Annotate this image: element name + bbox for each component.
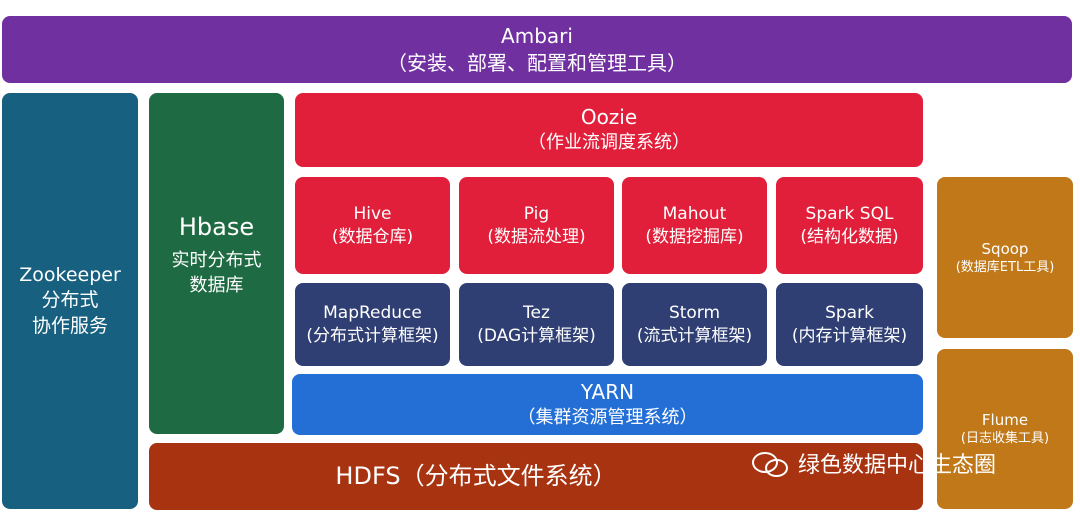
- mahout-desc: (数据挖掘库): [645, 226, 744, 247]
- hbase-line3: 数据库: [189, 274, 244, 296]
- yarn-block: YARN （集群资源管理系统）: [292, 374, 923, 435]
- flume-name: Flume: [981, 411, 1029, 430]
- hdfs-label: HDFS（分布式文件系统）: [335, 462, 617, 491]
- pig-name: Pig: [523, 203, 550, 224]
- tez-desc: (DAG计算框架): [477, 325, 596, 346]
- sqoop-name: Sqoop: [981, 239, 1029, 258]
- sqoop-desc: (数据库ETL工具): [955, 259, 1055, 275]
- oozie-name: Oozie: [580, 105, 638, 130]
- storm-name: Storm: [668, 302, 721, 323]
- pig-desc: (数据流处理): [487, 226, 586, 247]
- mapreduce-name: MapReduce: [323, 302, 422, 323]
- yarn-name: YARN: [580, 379, 635, 404]
- hdfs-block: HDFS（分布式文件系统）: [149, 443, 923, 510]
- watermark: 绿色数据中心生态圈: [752, 447, 996, 479]
- hive-block: Hive (数据仓库): [295, 177, 450, 274]
- hbase-line2: 实时分布式: [171, 250, 262, 272]
- storm-block: Storm (流式计算框架): [622, 283, 767, 366]
- spark-sql-block: Spark SQL (结构化数据): [776, 177, 923, 274]
- mahout-name: Mahout: [662, 203, 727, 224]
- flume-desc: (日志收集工具): [960, 431, 1050, 447]
- pig-block: Pig (数据流处理): [459, 177, 614, 274]
- spark-sql-name: Spark SQL: [805, 203, 894, 224]
- ambari-name: Ambari: [501, 23, 573, 48]
- spark-sql-desc: (结构化数据): [800, 226, 899, 247]
- ambari-desc: （安装、部署、配置和管理工具）: [387, 50, 687, 75]
- flume-block: Flume (日志收集工具): [937, 349, 1073, 509]
- storm-desc: (流式计算框架): [636, 325, 753, 346]
- oozie-desc: （作业流调度系统）: [528, 132, 690, 154]
- zookeeper-line3: 协作服务: [31, 314, 108, 337]
- oozie-block: Oozie （作业流调度系统）: [295, 93, 923, 167]
- mapreduce-desc: (分布式计算框架): [306, 325, 439, 346]
- mapreduce-block: MapReduce (分布式计算框架): [295, 283, 450, 366]
- spark-desc: (内存计算框架): [791, 325, 908, 346]
- mahout-block: Mahout (数据挖掘库): [622, 177, 767, 274]
- hbase-block: Hbase 实时分布式 数据库: [149, 93, 284, 434]
- tez-block: Tez (DAG计算框架): [459, 283, 614, 366]
- hive-desc: (数据仓库): [331, 226, 414, 247]
- spark-name: Spark: [825, 302, 874, 323]
- tez-name: Tez: [523, 302, 550, 323]
- sqoop-block: Sqoop (数据库ETL工具): [937, 177, 1073, 338]
- wechat-icon: [752, 450, 790, 477]
- hbase-name: Hbase: [178, 213, 255, 241]
- zookeeper-line2: 分布式: [41, 289, 99, 312]
- hive-name: Hive: [353, 203, 392, 224]
- ambari-block: Ambari （安装、部署、配置和管理工具）: [2, 16, 1072, 83]
- yarn-desc: （集群资源管理系统）: [517, 406, 698, 428]
- zookeeper-block: Zookeeper 分布式 协作服务: [2, 93, 138, 509]
- watermark-text: 绿色数据中心生态圈: [798, 453, 997, 478]
- zookeeper-name: Zookeeper: [19, 263, 121, 286]
- spark-block: Spark (内存计算框架): [776, 283, 923, 366]
